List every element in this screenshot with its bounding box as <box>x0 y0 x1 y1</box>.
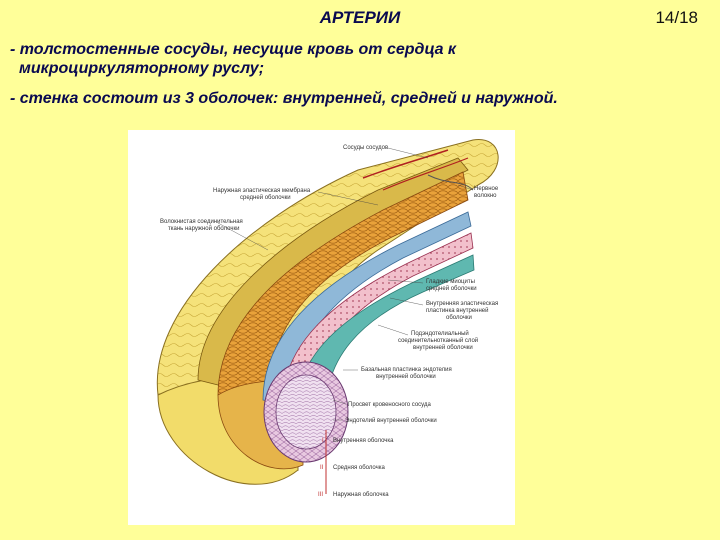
artery-wall-illustration: Сосуды сосудов Наружная эластическая мем… <box>128 130 515 525</box>
label-fibrous-tissue-2: ткань наружной оболочки <box>168 225 239 232</box>
legend-mark-III: III <box>318 492 323 498</box>
label-smooth-muscle-2: средней оболочки <box>426 285 477 292</box>
legend-mark-I: I <box>322 438 324 444</box>
label-internal-elastic-2: пластинка внутренней <box>426 307 489 314</box>
label-nerve-fiber-2: волокно <box>474 193 497 199</box>
nerve-fiber <box>427 174 474 191</box>
bullet-text: - стенка состоит из 3 оболочек: внутренн… <box>10 90 558 107</box>
label-endothelium: Эндотелий внутренней оболочки <box>345 417 437 424</box>
bullet-list: - толстостенные сосуды, несущие кровь от… <box>10 40 710 119</box>
label-subendothelial-2: соединительнотканный слой <box>398 337 478 344</box>
legend-label-media: Средняя оболочка <box>333 465 385 471</box>
vasa-vasorum-vessel <box>362 149 449 179</box>
figure-labels: Сосуды сосудов Наружная эластическая мем… <box>160 145 499 424</box>
label-nerve-fiber: Нервное <box>474 186 499 192</box>
label-lumen: Просвет кровеносного сосуда <box>348 402 431 408</box>
label-basal-lamina-2: внутренней оболочки <box>376 373 436 380</box>
slide-title: АРТЕРИИ <box>319 8 401 27</box>
label-leader-lines <box>217 147 474 421</box>
lumen <box>275 374 337 450</box>
label-subendothelial: Подэндотелиальный <box>411 330 469 337</box>
legend-label-adventitia: Наружная оболочка <box>333 492 389 498</box>
layer-legend: I Внутренняя оболочка II Средняя оболочк… <box>318 438 394 498</box>
label-outer-elastic-membrane: Наружная эластическая мембрана <box>213 188 311 194</box>
page-number: 14/18 <box>655 8 698 27</box>
legend-mark-II: II <box>320 465 324 471</box>
artery-tube-layers <box>156 139 499 494</box>
label-internal-elastic-3: оболочки <box>446 315 472 321</box>
bullet-item: - стенка состоит из 3 оболочек: внутренн… <box>10 89 710 108</box>
bullet-text: - толстостенные сосуды, несущие кровь от… <box>10 41 457 58</box>
label-fibrous-tissue: Волокнистая соединительная <box>160 219 243 225</box>
label-outer-elastic-membrane-2: средней оболочки <box>240 194 291 201</box>
vasa-vasorum-vessel <box>382 157 469 191</box>
label-basal-lamina: Базальная пластинка эндотелия <box>361 367 452 373</box>
label-smooth-muscle: Гладкие миоциты <box>426 279 475 285</box>
legend-label-intima: Внутренняя оболочка <box>333 438 394 444</box>
bullet-text-continued: микроциркуляторному руслу; <box>19 60 265 77</box>
label-vasa-vasorum: Сосуды сосудов <box>343 145 388 151</box>
bullet-item: - толстостенные сосуды, несущие кровь от… <box>10 40 710 78</box>
label-internal-elastic: Внутренняя эластическая <box>426 301 498 307</box>
label-subendothelial-3: внутренней оболочки <box>413 344 473 351</box>
